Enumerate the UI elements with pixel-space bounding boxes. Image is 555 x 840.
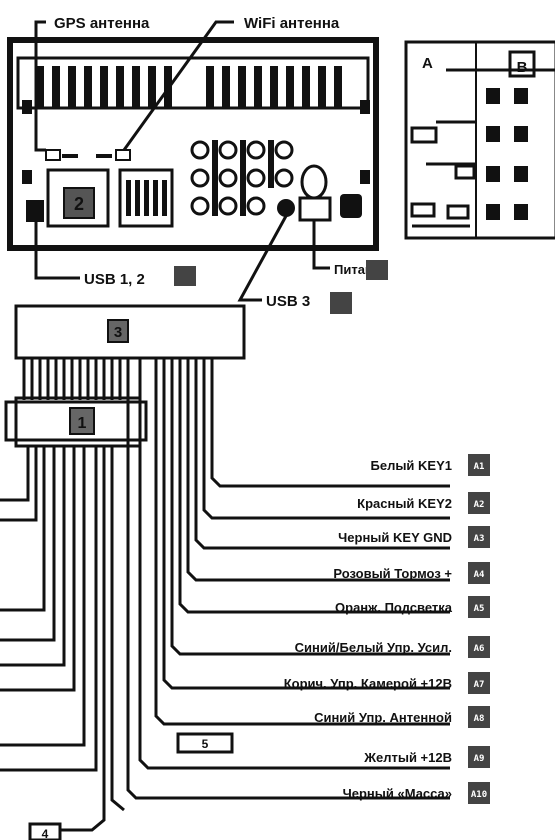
wifi-antenna-label: WiFi антенна — [244, 15, 340, 32]
power-callout: Питание — [312, 220, 388, 280]
usb12-callout: USB 1, 2 — [34, 222, 196, 288]
connector-3: 3 — [14, 304, 246, 360]
harness-wires — [22, 358, 130, 400]
wire-label: Белый KEY1 — [371, 458, 453, 473]
box-4 — [28, 822, 62, 840]
box-4-label: 4 — [42, 827, 49, 840]
wire-code-box — [468, 672, 490, 694]
wire-code-box — [468, 706, 490, 728]
col-a-label: A — [422, 55, 433, 72]
aux-jack — [298, 164, 362, 222]
box-1-label: 1 — [78, 415, 87, 432]
box-5-label: 5 — [202, 737, 209, 751]
wifi-antenna-callout: WiFi антенна — [122, 15, 340, 151]
box-5 — [176, 732, 234, 754]
usb3-port — [277, 199, 295, 217]
wire-code: A2 — [474, 500, 485, 510]
gps-antenna-label: GPS антенна — [54, 15, 150, 32]
wire-code-box — [468, 746, 490, 768]
wire-code: A10 — [471, 790, 487, 800]
box-3-label: 3 — [114, 324, 122, 341]
wire-label: Корич. Упр. Камерой +12В — [284, 676, 452, 691]
head-unit: 2 — [7, 37, 379, 251]
wire-code: A5 — [474, 604, 485, 614]
wire-code-box — [468, 782, 490, 804]
wire-code: A9 — [474, 754, 485, 764]
wire-code: A7 — [474, 680, 485, 690]
connector-1: 1 — [4, 396, 148, 448]
gps-connector — [45, 149, 61, 161]
wire-label: Розовый Тормоз + — [333, 566, 452, 581]
wire-code-box — [468, 492, 490, 514]
wire-code-box — [468, 526, 490, 548]
col-b-label: B — [517, 59, 528, 76]
wire-code: A4 — [474, 570, 485, 580]
wire-code-box — [468, 596, 490, 618]
usb3-callout: USB 3 — [237, 215, 352, 314]
box-2: 2 — [63, 187, 95, 219]
wire-code: A3 — [474, 534, 485, 544]
usb12-label: USB 1, 2 — [84, 271, 145, 288]
wire-label: Красный KEY2 — [357, 496, 452, 511]
wire-code: A6 — [474, 644, 485, 654]
wire-label: Черный KEY GND — [338, 530, 452, 545]
wire-label: Черный «Масса» — [343, 786, 452, 801]
wire-label: Оранж. Подсветка — [335, 600, 453, 615]
pin-matrix — [190, 140, 294, 216]
wire-code: A8 — [474, 714, 485, 724]
left-wires — [0, 446, 125, 832]
wire-label: Синий/Белый Упр. Усил. — [295, 640, 452, 655]
wifi-connector — [115, 149, 131, 161]
gps-antenna-callout: GPS антенна — [34, 15, 150, 152]
wire-code-box — [468, 454, 490, 476]
usb3-label: USB 3 — [266, 293, 310, 310]
wire-code: A1 — [474, 462, 485, 472]
wire-code-box — [468, 562, 490, 584]
box-2-label: 2 — [74, 194, 84, 214]
connector-table: A B — [404, 40, 555, 240]
usb12-port — [26, 200, 44, 222]
right-wires — [126, 358, 450, 800]
wire-label: Желтый +12В — [363, 750, 452, 765]
wire-label: Синий Упр. Антенной — [314, 710, 452, 725]
wire-code-box — [468, 636, 490, 658]
